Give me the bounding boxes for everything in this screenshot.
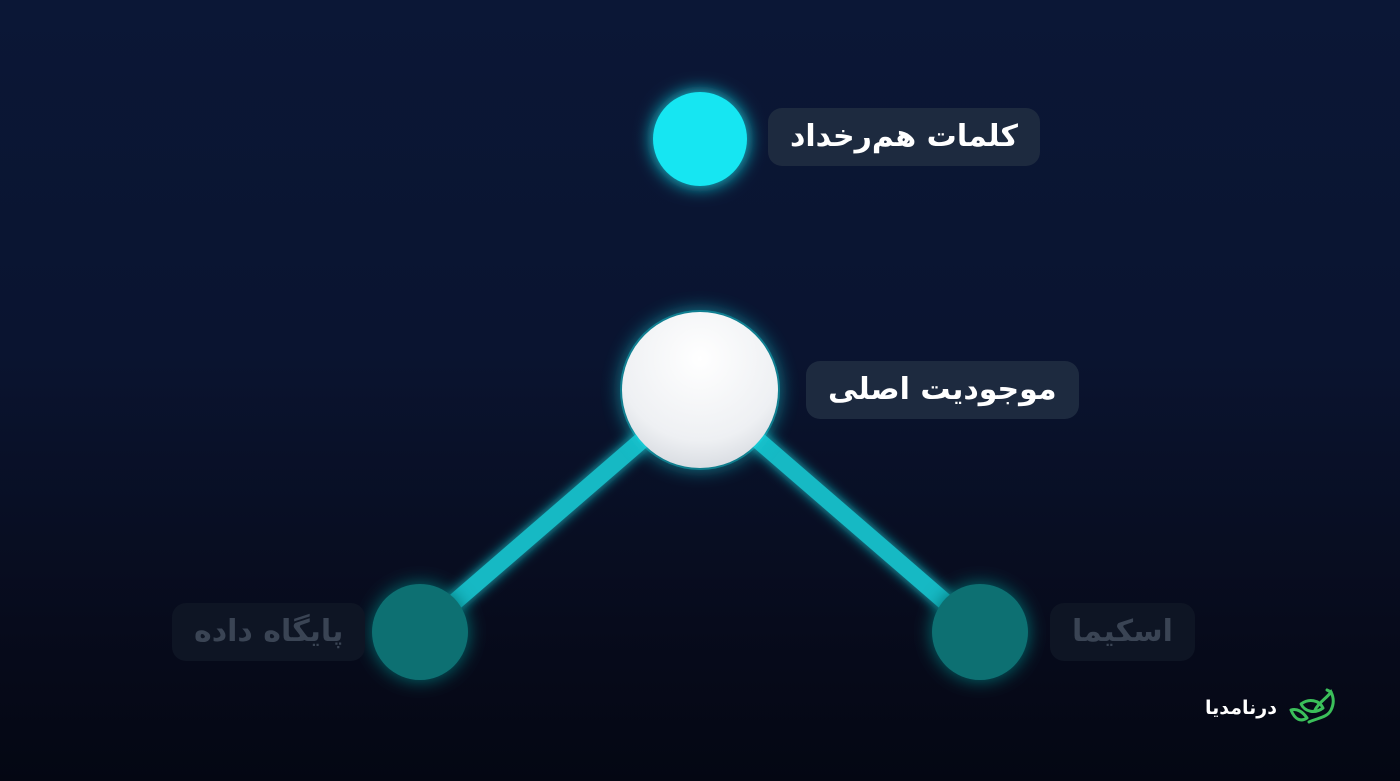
brand-name: درنامدیا (1205, 697, 1277, 719)
node-main-entity-core (622, 312, 778, 468)
node-database (372, 584, 468, 680)
label-main-entity: موجودیت اصلی (806, 361, 1079, 419)
brand-logo: درنامدیا (1205, 686, 1339, 730)
node-schema (932, 584, 1028, 680)
label-schema: اسکیما (1050, 603, 1195, 661)
label-database: پایگاه داده (172, 603, 366, 661)
leaf-icon (1289, 688, 1335, 724)
label-synonyms: کلمات هم‌رخداد (768, 108, 1040, 166)
node-synonyms (653, 92, 747, 186)
